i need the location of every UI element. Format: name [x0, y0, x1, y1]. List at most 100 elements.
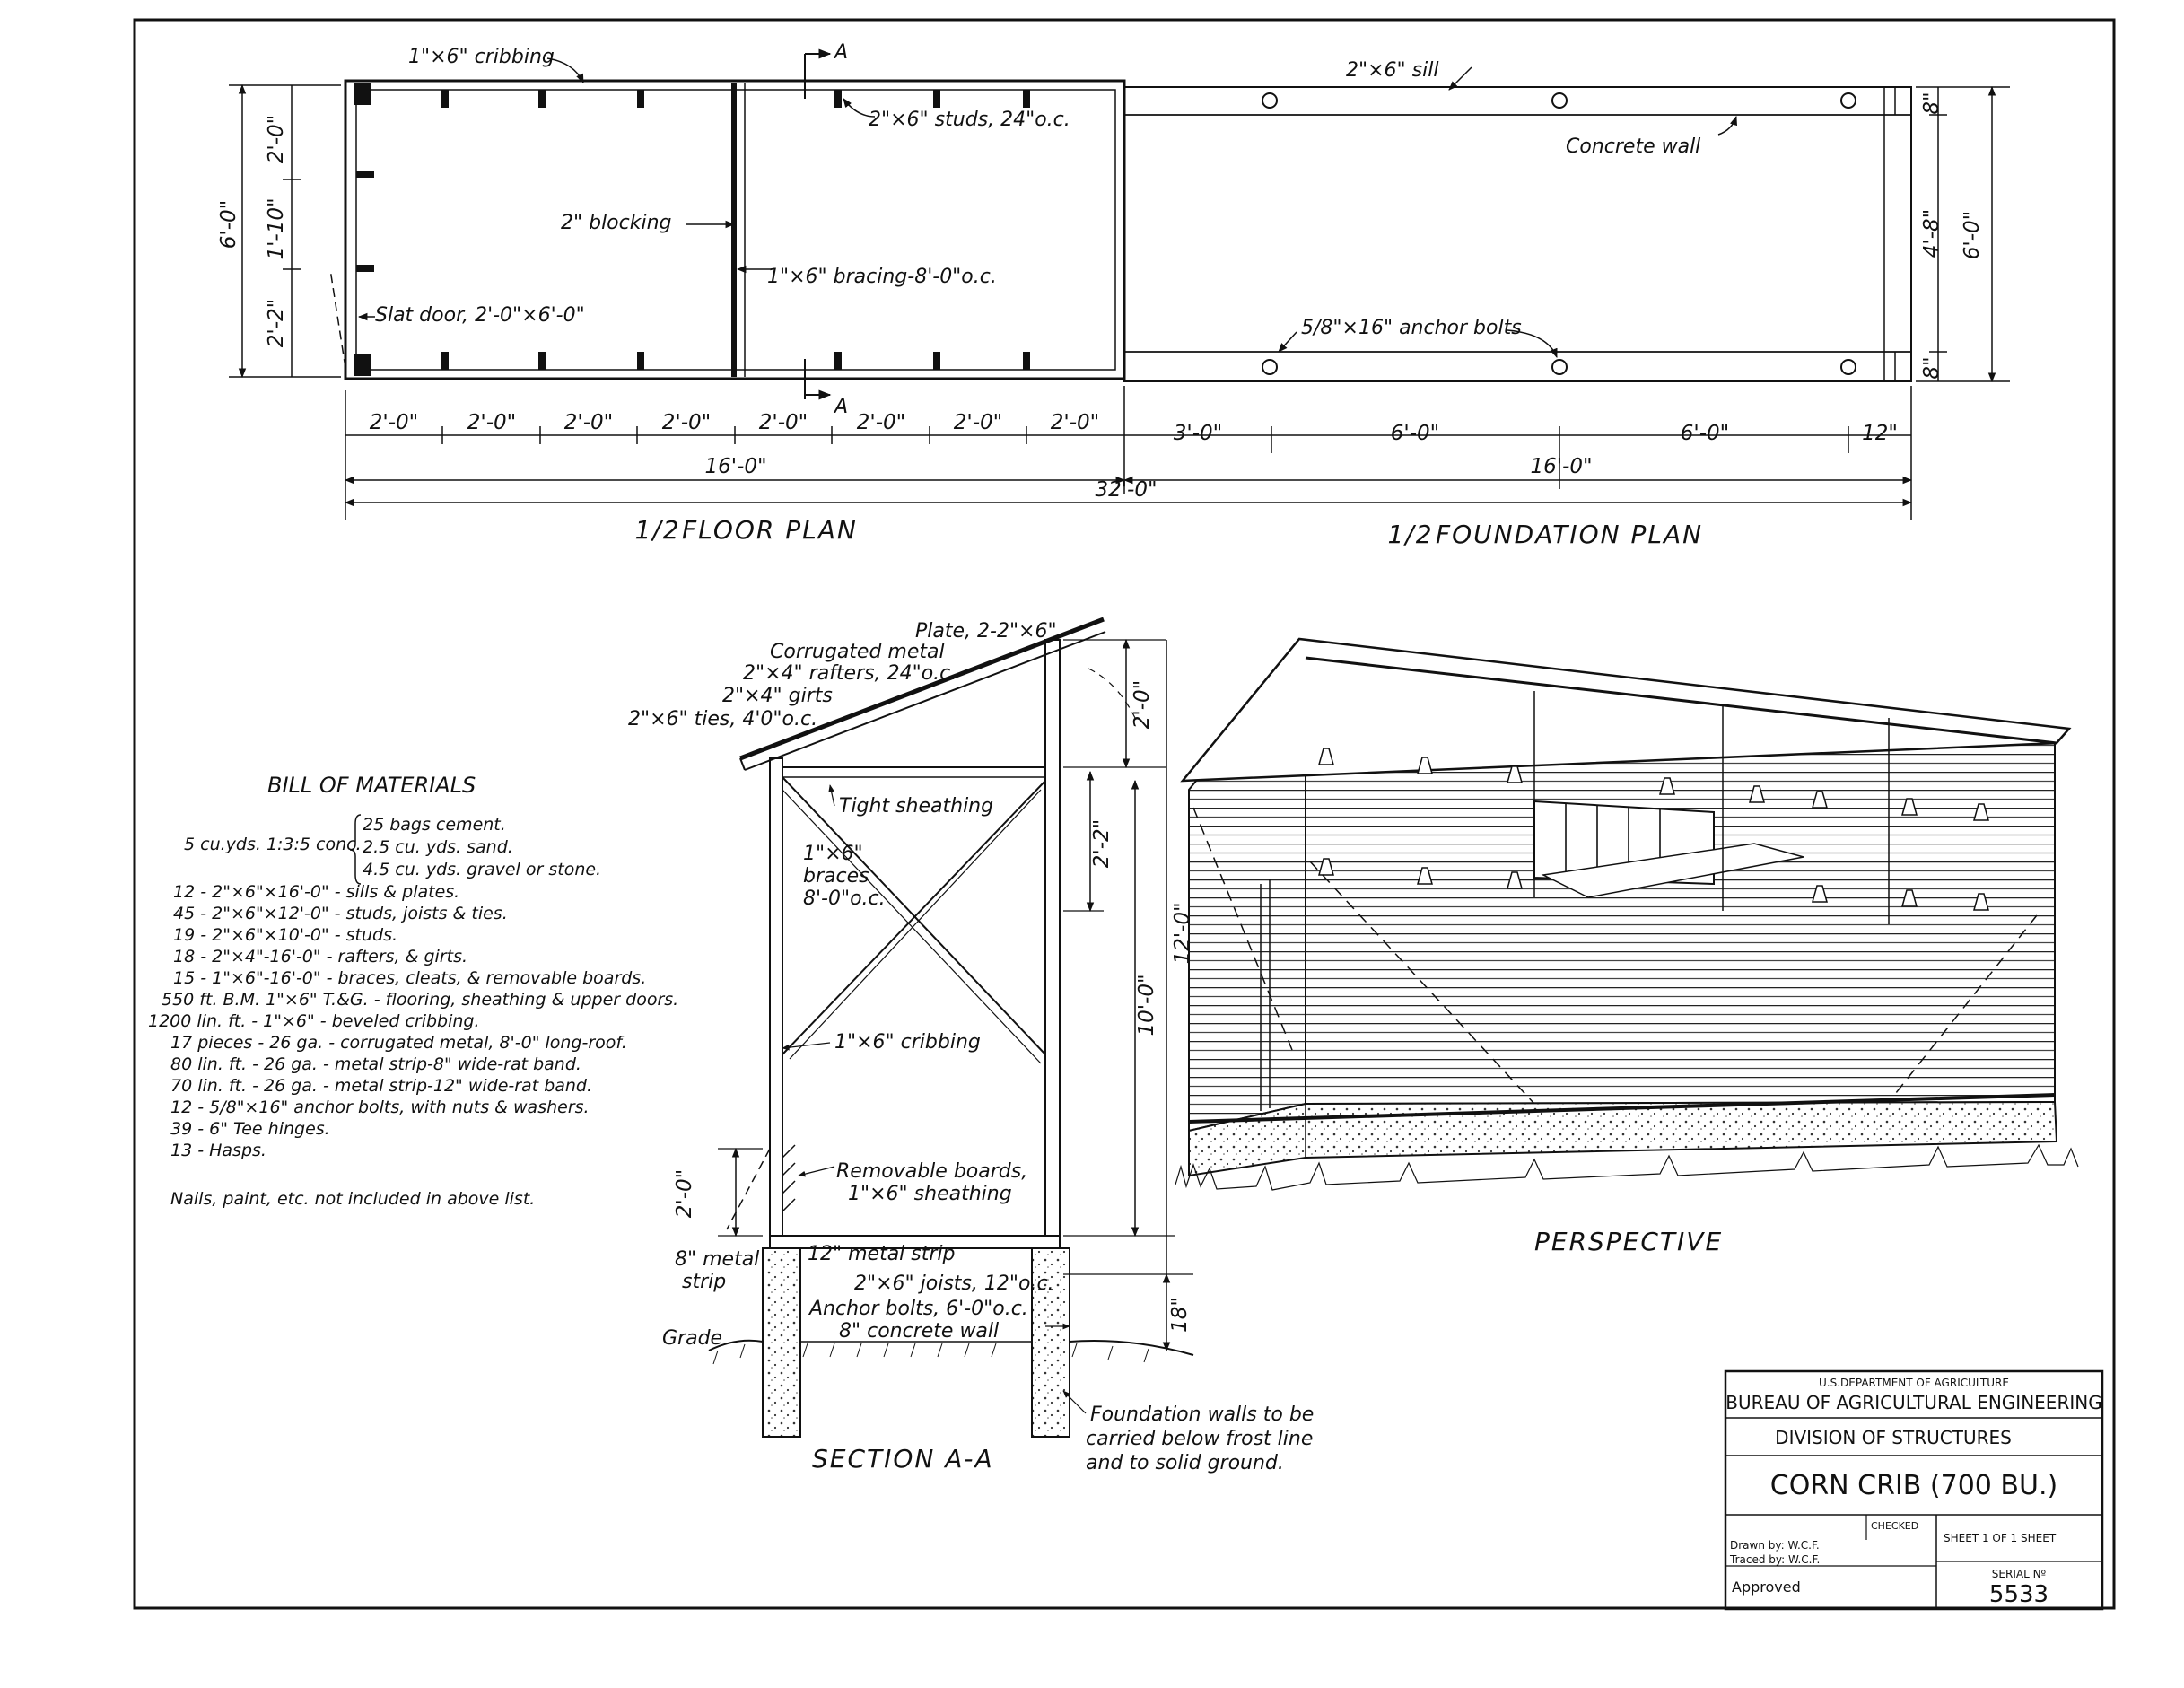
floor-plan-labels: 1"×6" cribbing 2"×6" studs, 24"o.c. 2" b…: [217, 41, 1158, 545]
dim-section-base: 18": [1168, 1297, 1192, 1333]
bill-note: Nails, paint, etc. not included in above…: [170, 1189, 535, 1209]
label-sill: 2"×6" sill: [1346, 59, 1438, 82]
label-removable-sheathing: 1"×6" sheathing: [848, 1183, 1012, 1205]
section-floor: [769, 1235, 1061, 1249]
section-left-wall: [769, 757, 783, 1237]
bill-line: 1200 lin. ft. - 1"×6" - beveled cribbing…: [148, 1011, 480, 1031]
dim-bay-3: 2'-0": [564, 411, 613, 434]
sheet-border: [133, 18, 2116, 1610]
tb-checked: CHECKED: [1871, 1520, 1918, 1532]
floor-plan-half: 1/2: [634, 515, 680, 545]
label-grade: Grade: [662, 1327, 722, 1350]
dim-bay-4: 2'-0": [662, 411, 711, 434]
label-studs: 2"×6" studs, 24"o.c.: [869, 109, 1070, 131]
dim-floor-length: 16'-0": [704, 455, 766, 478]
bill-line: 45 - 2"×6"×12'-0" - studs, joists & ties…: [173, 904, 508, 923]
label-bracing: 1"×6" bracing-8'-0"o.c.: [767, 266, 997, 288]
section-mark-top: A: [833, 41, 848, 64]
dim-bolt-3: 6'-0": [1681, 422, 1729, 445]
foundation-plan-title: FOUNDATION PLAN: [1436, 520, 1703, 549]
label-joists: 2"×6" joists, 12"o.c.: [854, 1273, 1054, 1295]
dim-foundation-length: 16'-0": [1530, 455, 1592, 478]
dim-section-total: 12'-0": [1171, 902, 1194, 964]
label-rafters: 2"×4" rafters, 24"o.c.: [743, 662, 957, 685]
label-foundation-note-3: and to solid ground.: [1086, 1452, 1284, 1474]
label-blocking: 2" blocking: [561, 212, 672, 234]
dim-floor-v2: 1'-10": [265, 197, 288, 259]
tb-approved: Approved: [1732, 1579, 1801, 1596]
section-mark-bottom: A: [833, 396, 848, 418]
label-foundation-note-1: Foundation walls to be: [1090, 1404, 1314, 1426]
section-labels: Plate, 2-2"×6" Corrugated metal 2"×4" ra…: [628, 620, 1314, 1474]
dim-bolt-1: 3'-0": [1174, 422, 1222, 445]
label-braces-spacing: 8'-0"o.c.: [803, 888, 886, 910]
label-cribbing-section: 1"×6" cribbing: [834, 1031, 981, 1054]
dim-bay-7: 2'-0": [954, 411, 1002, 434]
bill-line: 550 ft. B.M. 1"×6" T.&G. - flooring, she…: [162, 990, 678, 1010]
dim-floor-v3: 2'-2": [265, 299, 288, 347]
foundation-plan: [1123, 66, 1912, 382]
dim-floor-overall-height: 6'-0": [217, 200, 240, 249]
studs-left: [356, 171, 374, 272]
dim-overall-length: 32'-0": [1095, 478, 1157, 502]
dim-section-mid: 2'-2": [1090, 819, 1114, 868]
tb-serial-label: SERIAL Nº: [1992, 1568, 2047, 1580]
bill-line: 12 - 5/8"×16" anchor bolts, with nuts & …: [170, 1098, 590, 1117]
label-plate: Plate, 2-2"×6": [915, 620, 1057, 643]
label-removable-boards: Removable boards,: [836, 1160, 1027, 1183]
tb-bureau: BUREAU OF AGRICULTURAL ENGINEERING: [1725, 1392, 2101, 1413]
section-right-foundation: [1031, 1247, 1070, 1438]
tb-drawn: Drawn by: W.C.F.: [1730, 1539, 1820, 1552]
bill-line: 19 - 2"×6"×10'-0" - studs.: [173, 925, 397, 945]
label-braces-size: 1"×6": [803, 843, 863, 865]
label-ties: 2"×6" ties, 4'0"o.c.: [628, 708, 817, 730]
anchor-bolts: [1262, 92, 1856, 375]
dim-section-low: 2'-0": [673, 1169, 696, 1218]
label-8in-strip: strip: [682, 1271, 726, 1293]
section-right-wall: [1044, 639, 1061, 1237]
bill-line: 18 - 2"×4"-16'-0" - rafters, & girts.: [173, 947, 467, 966]
dim-bolt-4: 12": [1862, 422, 1898, 445]
section-a-a: [708, 617, 1194, 1438]
label-concrete-wall: Concrete wall: [1566, 136, 1700, 158]
perspective-grass: [1175, 1143, 2079, 1191]
section-title: SECTION A-A: [812, 1444, 994, 1474]
bill-concrete-item-3: 4.5 cu. yds. gravel or stone.: [363, 860, 601, 879]
perspective-title: PERSPECTIVE: [1534, 1227, 1723, 1256]
plan-dimension-lines: [229, 83, 2010, 520]
bill-line: 12 - 2"×6"×16'-0" - sills & plates.: [173, 882, 459, 902]
label-corrugated-metal: Corrugated metal: [770, 641, 945, 663]
bill-line: 15 - 1"×6"-16'-0" - braces, cleats, & re…: [173, 968, 646, 988]
tb-sheet: SHEET 1 OF 1 SHEET: [1944, 1532, 2057, 1544]
floor-plan-title: FLOOR PLAN: [682, 515, 858, 545]
studs-top: [354, 83, 1030, 108]
foundation-plan-outline: [1123, 86, 1912, 382]
dim-floor-v1: 2'-0": [265, 115, 288, 163]
dim-section-height: 10'-0": [1135, 974, 1158, 1036]
tb-division: DIVISION OF STRUCTURES: [1775, 1427, 2012, 1448]
section-roof: [739, 617, 1105, 761]
bill-line: 80 lin. ft. - 26 ga. - metal strip-8" wi…: [170, 1054, 581, 1074]
floor-plan: [329, 48, 1126, 400]
label-12in-metal-strip: 12" metal strip: [808, 1243, 956, 1265]
dim-bay-6: 2'-0": [857, 411, 905, 434]
perspective-view: [1175, 637, 2079, 1191]
tb-title: CORN CRIB (700 BU.): [1770, 1470, 2057, 1501]
dim-fnd-v3: 8": [1920, 356, 1944, 379]
dim-fnd-v1: 8": [1920, 92, 1944, 114]
title-block-text: U.S.DEPARTMENT OF AGRICULTURE BUREAU OF …: [1725, 1377, 2101, 1608]
tb-serial: 5533: [1989, 1581, 2049, 1608]
tb-traced: Traced by: W.C.F.: [1729, 1553, 1820, 1566]
foundation-plan-half: 1/2: [1387, 520, 1433, 549]
bill-line: 39 - 6" Tee hinges.: [170, 1119, 330, 1139]
dim-bolt-2: 6'-0": [1391, 422, 1439, 445]
label-foundation-note-2: carried below frost line: [1086, 1428, 1313, 1450]
foundation-plan-labels: 2"×6" sill Concrete wall 5/8"×16" anchor…: [1174, 59, 1984, 549]
label-braces: braces: [803, 865, 869, 888]
bill-concrete-item-2: 2.5 cu. yds. sand.: [363, 837, 513, 857]
label-concrete-wall-section: 8" concrete wall: [839, 1320, 999, 1343]
label-8in-metal: 8" metal: [675, 1248, 759, 1271]
perspective-roof: [1180, 637, 2072, 783]
dim-bay-1: 2'-0": [370, 411, 418, 434]
